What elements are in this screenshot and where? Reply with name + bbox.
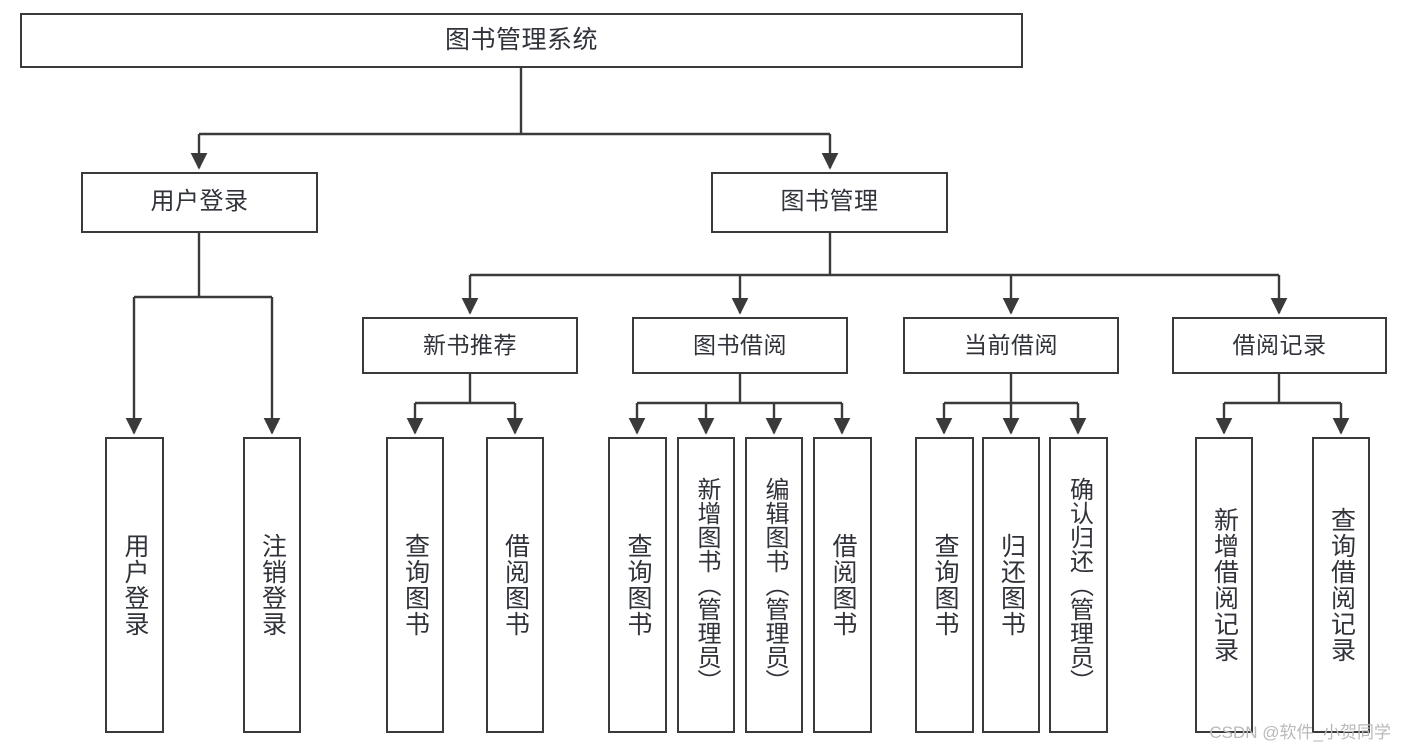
node-leaf-query-book-3[interactable]: 查询图书 [915, 437, 974, 733]
node-new-book-recommend-label: 新书推荐 [423, 331, 517, 358]
node-leaf-add-book-label: 新增图书（管理员） [693, 477, 720, 693]
node-leaf-add-record-label: 新增借阅记录 [1210, 507, 1239, 663]
node-leaf-return-book-label: 归还图书 [997, 533, 1026, 637]
node-root[interactable]: 图书管理系统 [20, 13, 1023, 68]
csdn-watermark: CSDN @软件_小贺同学 [1209, 723, 1391, 742]
node-leaf-logout-label: 注销登录 [258, 533, 287, 637]
node-leaf-edit-book-label: 编辑图书（管理员） [761, 477, 788, 693]
node-leaf-confirm-return[interactable]: 确认归还（管理员） [1049, 437, 1108, 733]
node-leaf-user-login-label: 用户登录 [121, 533, 149, 637]
node-current-borrow[interactable]: 当前借阅 [903, 317, 1119, 374]
node-leaf-add-book[interactable]: 新增图书（管理员） [677, 437, 735, 733]
node-user-login[interactable]: 用户登录 [81, 172, 318, 233]
node-root-label: 图书管理系统 [444, 25, 598, 54]
node-new-book-recommend[interactable]: 新书推荐 [362, 317, 578, 374]
node-leaf-confirm-return-label: 确认归还（管理员） [1065, 477, 1093, 693]
node-leaf-edit-book[interactable]: 编辑图书（管理员） [745, 437, 803, 733]
node-leaf-borrow-book-2[interactable]: 借阅图书 [813, 437, 872, 733]
node-leaf-query-book-1-label: 查询图书 [401, 533, 430, 637]
node-book-borrow[interactable]: 图书借阅 [632, 317, 848, 374]
node-user-login-label: 用户登录 [150, 188, 249, 216]
node-leaf-query-book-3-label: 查询图书 [931, 533, 959, 637]
node-leaf-borrow-book-1-label: 借阅图书 [501, 533, 530, 637]
node-leaf-return-book[interactable]: 归还图书 [982, 437, 1040, 733]
node-leaf-query-record-label: 查询借阅记录 [1327, 507, 1356, 663]
node-leaf-borrow-book-2-label: 借阅图书 [829, 533, 857, 637]
node-book-manage[interactable]: 图书管理 [711, 172, 948, 233]
node-leaf-query-book-2[interactable]: 查询图书 [608, 437, 667, 733]
node-book-borrow-label: 图书借阅 [693, 331, 787, 358]
node-leaf-query-book-2-label: 查询图书 [624, 533, 652, 637]
node-current-borrow-label: 当前借阅 [964, 331, 1058, 358]
node-leaf-borrow-book-1[interactable]: 借阅图书 [486, 437, 544, 733]
node-leaf-add-record[interactable]: 新增借阅记录 [1195, 437, 1253, 733]
node-borrow-record-label: 借阅记录 [1232, 331, 1327, 358]
node-borrow-record[interactable]: 借阅记录 [1172, 317, 1387, 374]
node-leaf-query-record[interactable]: 查询借阅记录 [1312, 437, 1370, 733]
node-leaf-query-book-1[interactable]: 查询图书 [386, 437, 444, 733]
node-book-manage-label: 图书管理 [780, 188, 879, 216]
node-leaf-user-login[interactable]: 用户登录 [105, 437, 164, 733]
node-leaf-logout[interactable]: 注销登录 [243, 437, 301, 733]
